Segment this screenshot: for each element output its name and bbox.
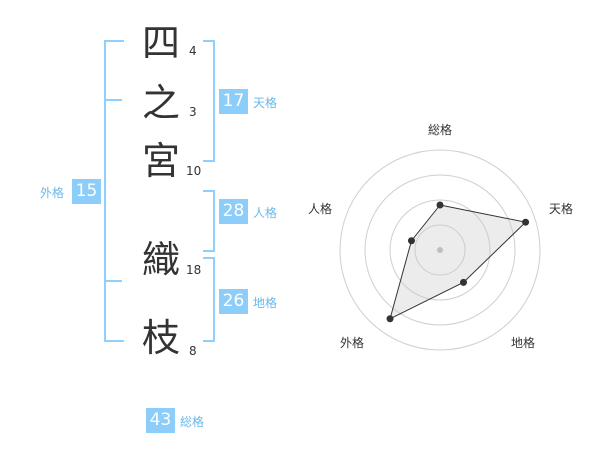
radar-label-soukaku: 総格 xyxy=(428,123,453,137)
name-char-1: 四 xyxy=(141,21,180,65)
radar-ring xyxy=(414,224,466,276)
soukaku-value: 43 xyxy=(146,408,175,433)
gaikaku-bracket-tick-1 xyxy=(104,99,122,101)
soukaku-label: 総格 xyxy=(180,415,205,429)
name-char-4: 織 xyxy=(141,238,180,282)
radar-center xyxy=(437,247,443,253)
radar-label-tenkaku: 天格 xyxy=(549,202,574,216)
chikaku-bracket xyxy=(203,257,215,342)
gaikaku-bracket-tick-2 xyxy=(104,280,122,282)
radar-label-gaikaku: 外格 xyxy=(340,336,365,350)
radar-point-4 xyxy=(386,315,394,323)
gaikaku-value: 15 xyxy=(72,179,101,204)
stroke-count-4: 18 xyxy=(186,263,202,277)
tenkaku-value: 17 xyxy=(219,89,248,114)
radar-point-5 xyxy=(407,237,415,245)
stroke-count-5: 8 xyxy=(189,344,197,358)
radar-label-chikaku: 地格 xyxy=(511,336,536,350)
tenkaku-bracket xyxy=(203,40,215,162)
chikaku-value: 26 xyxy=(219,289,248,314)
tenkaku-label: 天格 xyxy=(253,96,278,110)
radar-ring xyxy=(339,149,541,351)
jinkaku-label: 人格 xyxy=(253,206,278,220)
radar-point-1 xyxy=(436,201,444,209)
name-char-3: 宮 xyxy=(141,139,180,183)
gaikaku-label: 外格 xyxy=(40,186,65,200)
stroke-count-2: 3 xyxy=(189,105,197,119)
chikaku-label: 地格 xyxy=(253,296,278,310)
radar-label-jinkaku: 人格 xyxy=(308,202,333,216)
jinkaku-value: 28 xyxy=(219,199,248,224)
radar-chart xyxy=(339,149,541,351)
stroke-count-3: 10 xyxy=(186,164,202,178)
name-char-5: 枝 xyxy=(141,316,180,360)
radar-point-3 xyxy=(460,278,468,286)
radar-point-2 xyxy=(522,218,530,226)
stroke-count-1: 4 xyxy=(189,44,197,58)
gaikaku-bracket xyxy=(104,40,124,342)
jinkaku-bracket xyxy=(203,190,215,252)
radar-series-area xyxy=(389,204,527,320)
radar-ring xyxy=(364,174,516,326)
name-char-2: 之 xyxy=(141,81,180,125)
radar-ring xyxy=(389,199,491,301)
